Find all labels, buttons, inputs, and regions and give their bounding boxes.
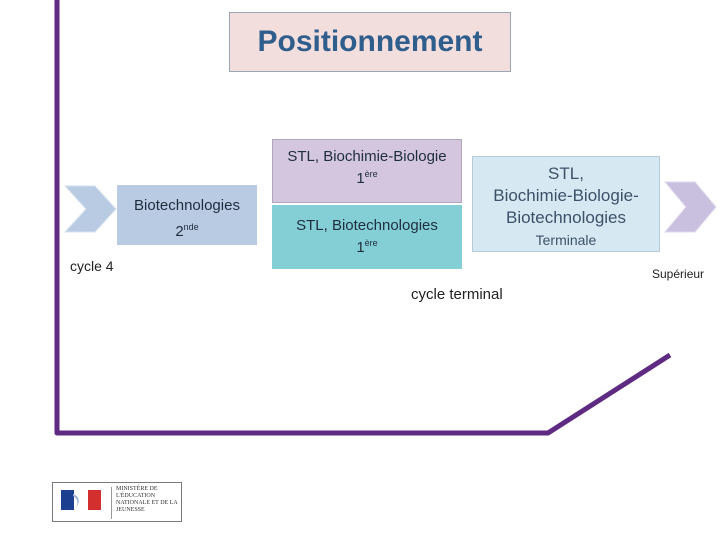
ministry-logo: MINISTÈRE DE L'ÉDUCATION NATIONALE ET DE… [52,482,182,522]
logo-divider [111,487,112,519]
path-line [54,0,672,436]
chevron-right-icon [63,185,117,233]
box-label-line3: Biotechnologies [505,208,627,227]
chevron-right-icon [663,181,717,233]
box-level: 2nde [175,222,199,241]
box-level: 1ère [356,169,378,188]
box-label: STL, Biochimie-Biologie [287,148,447,165]
marianne-flag-icon [61,490,101,510]
label-superieur: Supérieur [652,267,705,281]
box-label-line1: STL, [548,164,584,183]
box-stl-biochimie-biologie-1ere: STL, Biochimie-Biologie 1ère [272,139,462,203]
logo-text: MINISTÈRE DE L'ÉDUCATION NATIONALE ET DE… [116,486,178,513]
label-cycle-4: cycle 4 [70,258,114,274]
label-cycle-terminal: cycle terminal [411,286,503,303]
box-level: Terminale [535,232,597,248]
box-terminale: STL, Biochimie-Biologie- Biotechnologies… [472,156,660,252]
box-stl-biotechnologies-1ere: STL, Biotechnologies 1ère [272,205,462,269]
box-label-line2: Biochimie-Biologie- [493,186,639,205]
title-box: Positionnement [229,12,511,72]
box-label: STL, Biotechnologies [296,217,438,234]
box-level: 1ère [356,238,378,257]
page-title: Positionnement [257,25,483,58]
box-seconde-biotechnologies: Biotechnologies 2nde [117,185,257,245]
box-label: Biotechnologies [134,197,240,214]
